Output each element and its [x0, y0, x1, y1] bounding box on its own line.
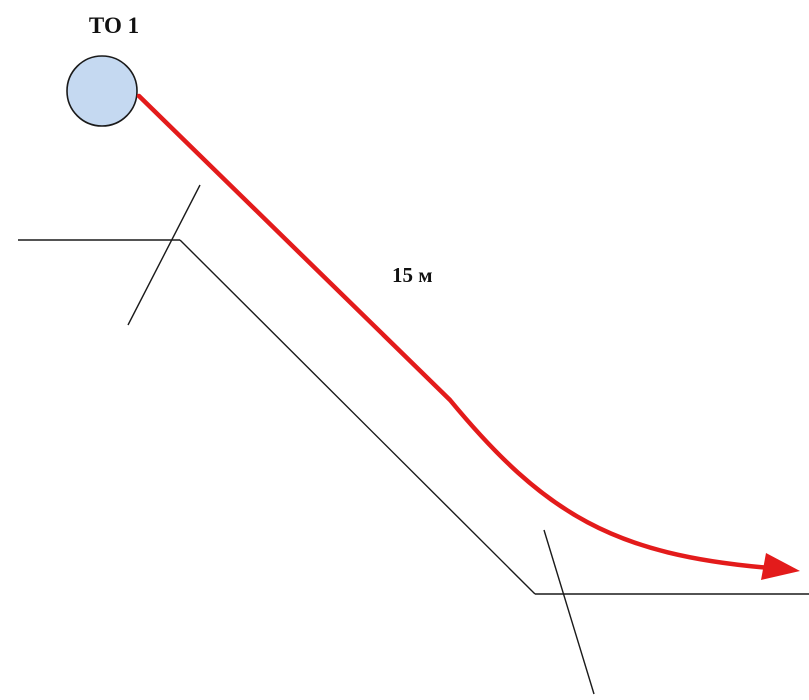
upper-tick-line — [127, 184, 201, 326]
lower-tick-line — [543, 529, 595, 695]
distance-label: 15 м — [392, 263, 433, 287]
route-path — [136, 93, 773, 571]
route-end-arrowhead-icon — [761, 553, 800, 580]
point-label: ТО 1 — [89, 13, 139, 38]
start-marker-circle-icon — [66, 55, 138, 127]
diagonal-line — [179, 239, 536, 595]
